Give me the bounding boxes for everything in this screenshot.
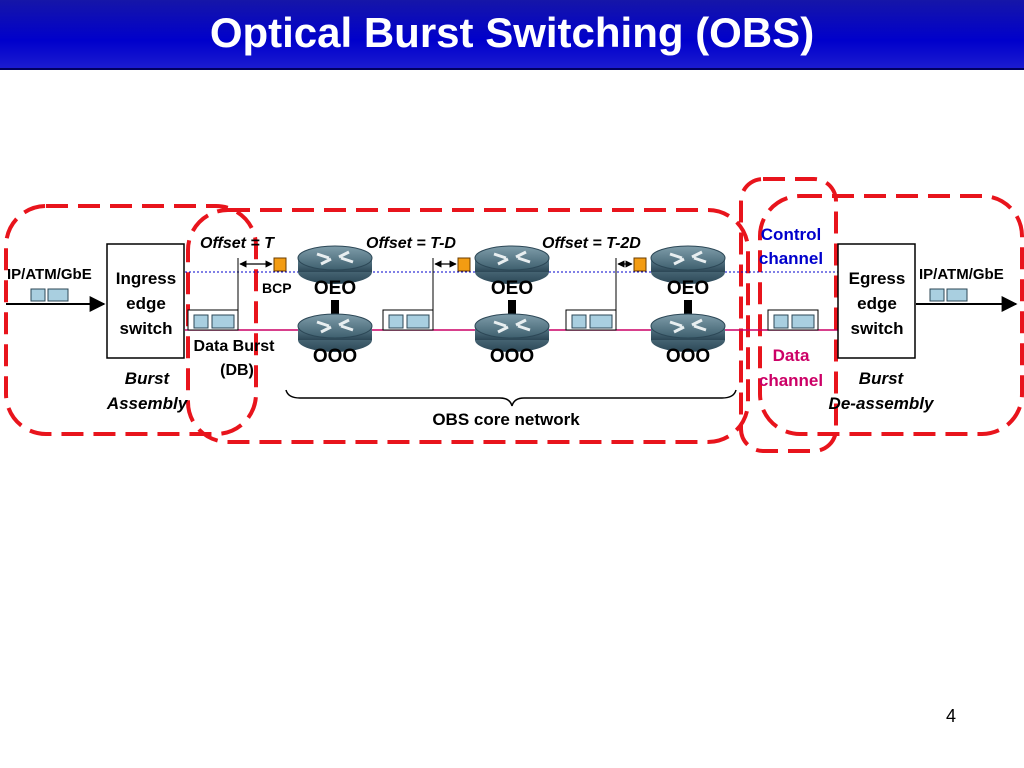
ingress-label-line1: Ingress: [116, 269, 176, 288]
offset-label-3: Offset = T-2D: [542, 235, 641, 252]
core-node-3-bottom: OOO: [666, 346, 710, 367]
bcp-packet-1: [273, 257, 287, 272]
ingress-label-line3: switch: [120, 319, 173, 338]
burst-assembly-region: [4, 204, 258, 436]
channel-region: [739, 177, 838, 453]
burst-assembly-line2: Assembly: [106, 394, 189, 413]
offset-label-2: Offset = T-D: [366, 235, 456, 252]
data-burst-icon-3: [565, 309, 617, 331]
output-label: IP/ATM/GbE: [919, 266, 1004, 283]
bcp-packet-2: [457, 257, 471, 272]
control-channel-line1: Control: [761, 225, 821, 244]
core-node-2: OEO OOO: [473, 244, 551, 367]
core-network-brace: [285, 389, 737, 407]
burst-deassembly-region: [758, 194, 1024, 436]
egress-label-line2: edge: [857, 294, 897, 313]
page-number: 4: [946, 706, 957, 726]
ingress-label-line2: edge: [126, 294, 166, 313]
egress-label-line3: switch: [851, 319, 904, 338]
core-node-1-top: OEO: [314, 278, 356, 299]
input-packets-icon: [30, 288, 69, 302]
core-node-3-top: OEO: [667, 278, 709, 299]
core-node-1: OEO OOO: [296, 244, 374, 367]
burst-deassembly-line1: Burst: [859, 369, 905, 388]
output-packets-icon: [929, 288, 968, 302]
data-burst-icon-4: [767, 309, 819, 331]
core-node-2-bottom: OOO: [490, 346, 534, 367]
data-burst-icon-2: [382, 309, 434, 331]
burst-assembly-line1: Burst: [125, 369, 171, 388]
data-burst-label-line2: (DB): [220, 362, 254, 379]
ingress-switch-box: [106, 243, 185, 359]
title-bar: Optical Burst Switching (OBS): [0, 0, 1024, 70]
input-label: IP/ATM/GbE: [7, 266, 92, 283]
data-burst-label-line1: Data Burst: [194, 338, 276, 355]
burst-deassembly-line2: De-assembly: [829, 394, 935, 413]
offset-label-1: Offset = T: [200, 235, 275, 252]
core-network-label: OBS core network: [432, 410, 580, 429]
egress-switch-box: [837, 243, 916, 359]
bcp-packet-3: [633, 257, 647, 272]
data-channel-line1: Data: [773, 346, 810, 365]
control-channel-line2: channel: [759, 249, 823, 268]
core-node-2-top: OEO: [491, 278, 533, 299]
egress-label-line1: Egress: [849, 269, 906, 288]
core-node-1-bottom: OOO: [313, 346, 357, 367]
core-node-3: OEO OOO: [649, 244, 727, 367]
slide-title: Optical Burst Switching (OBS): [209, 9, 815, 56]
data-burst-icon-1: [187, 309, 239, 331]
bcp-label: BCP: [262, 280, 292, 296]
data-channel-line2: channel: [759, 371, 823, 390]
